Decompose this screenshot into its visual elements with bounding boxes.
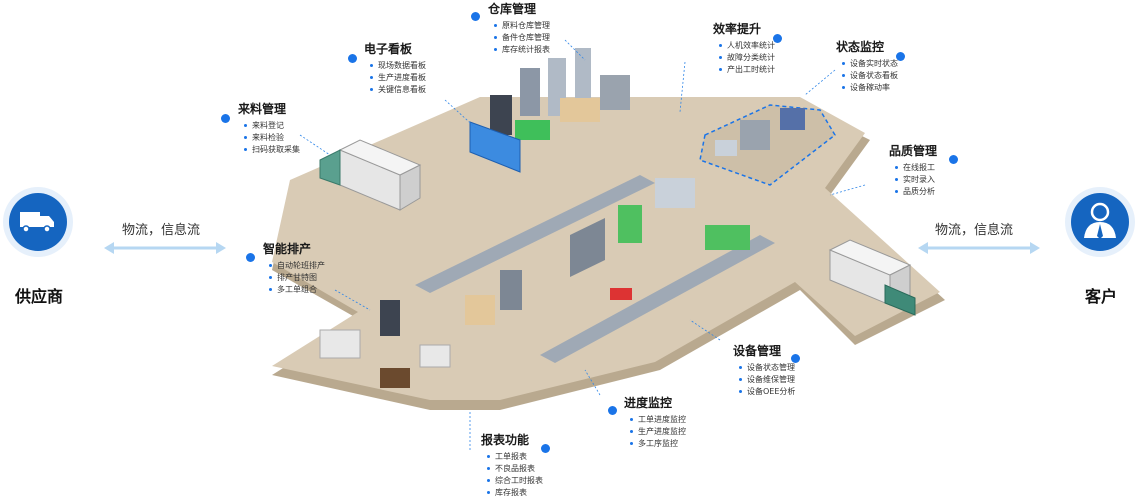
incoming-truck: [319, 139, 422, 211]
module-item: 库存报表: [487, 487, 543, 499]
module-item: 扫码获取采集: [244, 144, 300, 156]
module-item: 设备实时状态: [842, 58, 898, 70]
module-item: 多工序监控: [630, 438, 686, 450]
flow-text-right: 物流，信息流: [935, 223, 1014, 238]
module-item: 设备状态看板: [842, 70, 898, 82]
flow-arrow-right: [918, 242, 1040, 254]
module-dot: [949, 155, 958, 164]
module-item: 生产进度监控: [630, 426, 686, 438]
module-items: 设备状态管理 设备维保管理 设备OEE分析: [739, 362, 795, 398]
electronic-kanban-wall: [469, 121, 521, 173]
module-dot: [348, 54, 357, 63]
module-title: 品质管理: [889, 144, 938, 158]
supplier-label: 供应商: [14, 287, 63, 306]
module-item: 工单进度监控: [630, 414, 686, 426]
module-dot: [791, 354, 800, 363]
module-title: 进度监控: [624, 396, 673, 410]
module-item: 设备维保管理: [739, 374, 795, 386]
module-dot: [608, 406, 617, 415]
module-items: 现场数据看板 生产进度看板 关键信息看板: [370, 60, 426, 96]
module-item: 人机效率统计: [719, 40, 775, 52]
module-dot: [221, 114, 230, 123]
module-title: 报表功能: [481, 433, 530, 447]
module-title: 状态监控: [836, 40, 885, 54]
module-item: 库存统计报表: [494, 44, 550, 56]
module-item: 设备OEE分析: [739, 386, 795, 398]
module-items: 在线报工 实时录入 品质分析: [895, 162, 935, 198]
module-items: 设备实时状态 设备状态看板 设备稼动率: [842, 58, 898, 94]
module-item: 生产进度看板: [370, 72, 426, 84]
module-item: 设备状态管理: [739, 362, 795, 374]
supplier-node: [3, 187, 73, 257]
module-item: 备件仓库管理: [494, 32, 550, 44]
module-item: 产出工时统计: [719, 64, 775, 76]
truck-icon: [20, 212, 54, 233]
module-title: 来料管理: [238, 102, 287, 116]
module-items: 工单报表 不良品报表 综合工时报表 库存报表: [487, 451, 543, 499]
module-items: 来料登记 来料检验 扫码获取采集: [244, 120, 300, 156]
module-item: 多工单组合: [269, 284, 325, 296]
module-item: 来料登记: [244, 120, 300, 132]
module-title: 智能排产: [263, 242, 312, 256]
production-lines: [415, 175, 775, 363]
module-items: 工单进度监控 生产进度监控 多工序监控: [630, 414, 686, 450]
module-items: 人机效率统计 故障分类统计 产出工时统计: [719, 40, 775, 76]
module-items: 自动轮班排产 排产甘特图 多工单组合: [269, 260, 325, 296]
warehouse-racks: [490, 48, 630, 140]
leader-lines: [299, 39, 866, 450]
module-item: 关键信息看板: [370, 84, 426, 96]
module-item: 在线报工: [895, 162, 935, 174]
module-title: 仓库管理: [488, 2, 537, 16]
flow-arrow-left: [104, 242, 226, 254]
customer-node: [1065, 187, 1135, 257]
module-item: 综合工时报表: [487, 475, 543, 487]
module-item: 来料检验: [244, 132, 300, 144]
outgoing-truck: [828, 239, 916, 316]
module-title: 电子看板: [364, 42, 413, 56]
module-items: 原料仓库管理 备件仓库管理 库存统计报表: [494, 20, 550, 56]
customer-label: 客户: [1084, 287, 1117, 306]
module-dot: [246, 253, 255, 262]
module-title: 设备管理: [733, 344, 782, 358]
person-icon: [1084, 202, 1116, 239]
module-item: 原料仓库管理: [494, 20, 550, 32]
module-item: 自动轮班排产: [269, 260, 325, 272]
module-item: 设备稼动率: [842, 82, 898, 94]
module-item: 排产甘特图: [269, 272, 325, 284]
module-item: 工单报表: [487, 451, 543, 463]
module-item: 故障分类统计: [719, 52, 775, 64]
module-item: 不良品报表: [487, 463, 543, 475]
module-item: 现场数据看板: [370, 60, 426, 72]
module-dot: [541, 444, 550, 453]
status-monitor-machines: [715, 108, 805, 156]
flow-text-left: 物流，信息流: [122, 223, 201, 238]
module-dot: [471, 12, 480, 21]
module-title: 效率提升: [713, 22, 762, 36]
module-item: 实时录入: [895, 174, 935, 186]
office-area: [319, 300, 451, 388]
module-dot: [896, 52, 905, 61]
module-dot: [773, 34, 782, 43]
module-item: 品质分析: [895, 186, 935, 198]
